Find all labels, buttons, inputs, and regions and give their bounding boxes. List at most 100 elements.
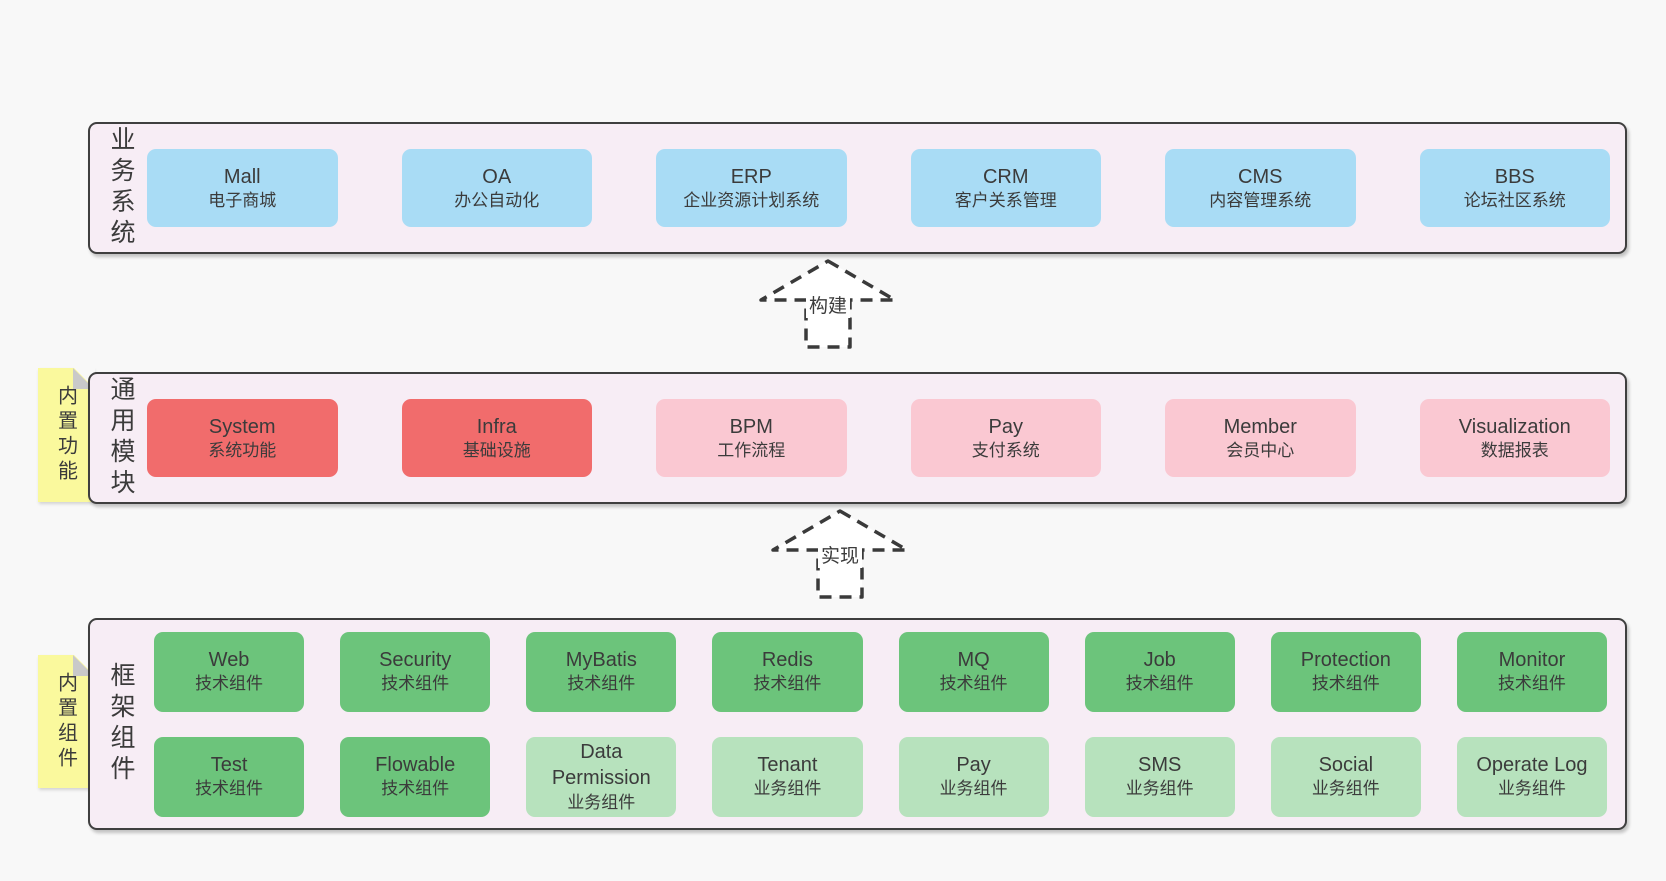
- box-subtitle: 业务组件: [1125, 779, 1194, 799]
- box-title: Mall: [223, 165, 261, 188]
- sticky-tab-builtin-features: 内置功能: [38, 367, 95, 502]
- box-subtitle: 业务组件: [939, 779, 1008, 799]
- box-subtitle: 客户关系管理: [954, 190, 1057, 210]
- box-subtitle: 技术组件: [1125, 674, 1194, 694]
- box-subtitle: 论坛社区系统: [1463, 190, 1566, 210]
- box-title: Protection: [1300, 649, 1391, 672]
- box-title: Social: [1318, 754, 1374, 777]
- sticky-tab-builtin-components: 内置组件: [38, 654, 95, 788]
- box-subtitle: 技术组件: [1311, 674, 1380, 694]
- box-title: System: [208, 415, 276, 438]
- box-subtitle: 技术组件: [753, 674, 822, 694]
- box-subtitle: 业务组件: [1311, 779, 1380, 799]
- arrow-build: 构建: [758, 258, 898, 350]
- box-title: Member: [1223, 415, 1297, 438]
- box-subtitle: 会员中心: [1226, 440, 1295, 460]
- box-subtitle: 技术组件: [381, 674, 450, 694]
- box-title: BBS: [1494, 165, 1535, 188]
- arrow-label: 构建: [805, 291, 851, 318]
- section-label: 业务系统: [107, 126, 135, 250]
- sticky-tab-label: 内置功能: [54, 385, 77, 485]
- box-title: Operate Log: [1476, 754, 1588, 777]
- box-title: BPM: [729, 415, 773, 438]
- box-subtitle: 企业资源计划系统: [683, 190, 820, 210]
- box-title: CRM: [982, 165, 1029, 188]
- box-title: ERP: [730, 165, 772, 188]
- box-subtitle: 技术组件: [1497, 674, 1566, 694]
- section-label: 框架组件: [107, 662, 135, 786]
- section-label: 通用模块: [107, 376, 135, 500]
- sticky-tab-label: 内置组件: [54, 671, 77, 772]
- box-subtitle: 技术组件: [195, 779, 264, 799]
- arrow-label: 实现: [817, 541, 863, 568]
- box-subtitle: 系统功能: [208, 440, 277, 460]
- box-title: Redis: [761, 649, 813, 672]
- box-title: MQ: [957, 649, 990, 672]
- box-title: Monitor: [1498, 649, 1566, 672]
- box-subtitle: 内容管理系统: [1209, 190, 1312, 210]
- box-subtitle: 技术组件: [381, 779, 450, 799]
- box-title: Flowable: [375, 754, 456, 777]
- box-subtitle: 数据报表: [1480, 440, 1549, 460]
- box-subtitle: 业务组件: [567, 792, 636, 812]
- box-title: Security: [379, 649, 452, 672]
- box-title: Infra: [476, 415, 517, 438]
- box-subtitle: 业务组件: [753, 779, 822, 799]
- box-subtitle: 技术组件: [195, 674, 264, 694]
- box-title: CMS: [1238, 165, 1283, 188]
- arrow-implement: 实现: [770, 508, 910, 600]
- box-title: Pay: [988, 415, 1023, 438]
- box-subtitle: 电子商城: [208, 190, 277, 210]
- box-subtitle: 技术组件: [567, 674, 636, 694]
- box-title: Test: [210, 754, 248, 777]
- box-title: MyBatis: [565, 649, 637, 672]
- box-title: SMS: [1138, 754, 1182, 777]
- box-title: Tenant: [757, 754, 818, 777]
- box-subtitle: 工作流程: [717, 440, 786, 460]
- box-title: Data Permission: [551, 740, 651, 790]
- box-subtitle: 技术组件: [939, 674, 1008, 694]
- box-title: Job: [1143, 649, 1176, 672]
- box-title: Web: [208, 649, 250, 672]
- box-subtitle: 支付系统: [971, 440, 1040, 460]
- box-title: Visualization: [1458, 415, 1571, 438]
- box-title: Pay: [956, 754, 991, 777]
- box-title: OA: [482, 165, 512, 188]
- box-subtitle: 办公自动化: [454, 190, 540, 210]
